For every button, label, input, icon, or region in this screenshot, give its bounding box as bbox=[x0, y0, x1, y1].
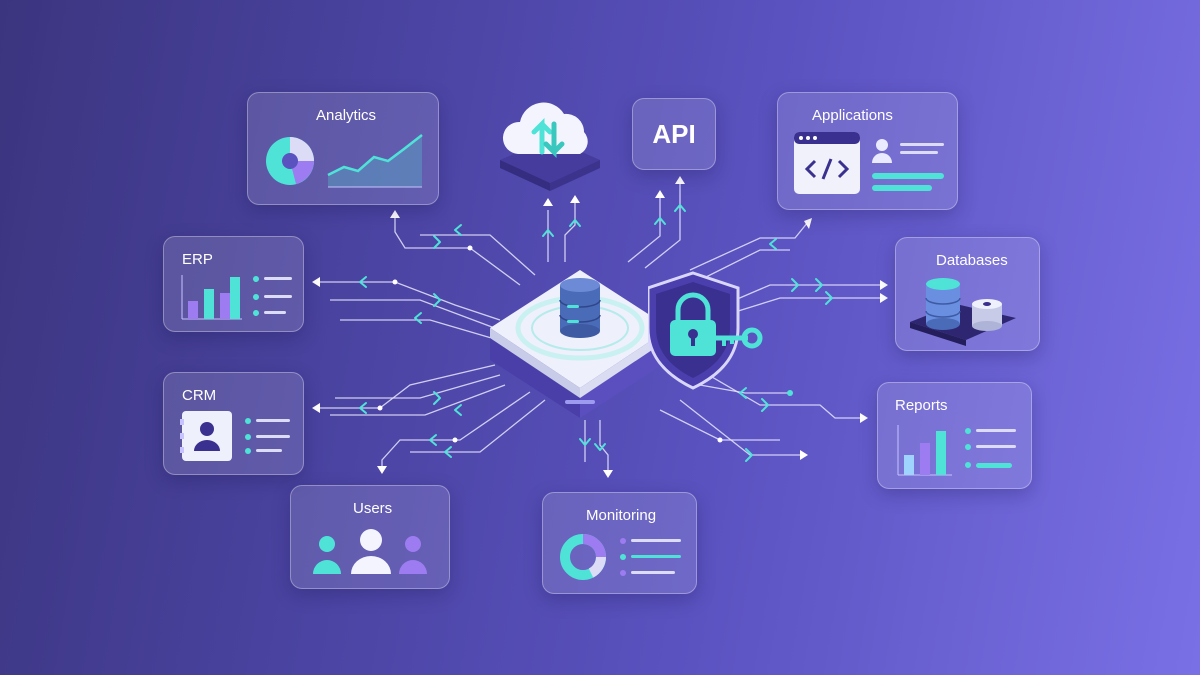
connector-apps-1 bbox=[689, 221, 809, 271]
key-icon bbox=[710, 327, 763, 349]
list-lines-icon bbox=[253, 276, 292, 316]
node-crm[interactable]: CRM bbox=[163, 372, 304, 475]
connector-erp-2 bbox=[330, 299, 501, 331]
connector-users-1 bbox=[381, 391, 531, 470]
node-erp[interactable]: ERP bbox=[163, 236, 304, 332]
list-lines-icon bbox=[245, 418, 290, 454]
central-hub bbox=[490, 270, 670, 418]
list-lines-icon bbox=[620, 538, 681, 576]
line-chart-icon bbox=[327, 134, 423, 188]
node-reports[interactable]: Reports bbox=[877, 382, 1032, 489]
database-stack-icon bbox=[910, 278, 1016, 346]
connector-db-1 bbox=[734, 284, 885, 301]
shield-lock-icon bbox=[648, 271, 763, 390]
database-icon bbox=[559, 278, 601, 338]
connector-erp-1 bbox=[315, 281, 501, 321]
node-reports-label: Reports bbox=[895, 397, 948, 414]
connector-reports-2 bbox=[699, 384, 790, 394]
connector-reports-3 bbox=[679, 399, 805, 456]
bar-chart-icon bbox=[181, 275, 242, 320]
list-lines-icon bbox=[965, 428, 1016, 468]
pie-chart-icon bbox=[266, 137, 314, 185]
connector-crm-2 bbox=[335, 374, 501, 399]
node-users-label: Users bbox=[353, 500, 393, 517]
node-applications-label: Applications bbox=[812, 107, 893, 124]
node-erp-label: ERP bbox=[182, 251, 213, 268]
users-group-icon bbox=[313, 529, 427, 574]
node-crm-label: CRM bbox=[182, 387, 217, 404]
connector-cloud-2 bbox=[564, 198, 576, 262]
node-api[interactable]: API bbox=[632, 98, 716, 170]
connector-analytics-1 bbox=[394, 215, 521, 286]
user-profile-icon bbox=[872, 139, 944, 191]
node-monitoring-label: Monitoring bbox=[586, 507, 657, 524]
node-applications[interactable]: Applications bbox=[777, 92, 958, 210]
connector-crm-1 bbox=[315, 364, 496, 409]
node-monitoring[interactable]: Monitoring bbox=[542, 492, 697, 594]
node-analytics-label: Analytics bbox=[316, 107, 377, 124]
code-window-icon bbox=[794, 132, 860, 194]
cloud-sync-icon bbox=[500, 102, 600, 191]
connector-crm-3 bbox=[330, 384, 506, 416]
connector-erp-3 bbox=[340, 319, 506, 343]
donut-chart-icon bbox=[560, 534, 606, 580]
connector-analytics-2 bbox=[420, 234, 536, 276]
connector-monitor-2 bbox=[599, 420, 609, 475]
node-analytics[interactable]: Analytics bbox=[247, 92, 439, 205]
connector-apps-2 bbox=[699, 249, 790, 281]
hub-status-led bbox=[565, 400, 595, 404]
connector-api-2 bbox=[644, 180, 681, 269]
node-databases-label: Databases bbox=[936, 252, 1008, 269]
node-api-label: API bbox=[652, 119, 696, 149]
node-users[interactable]: Users bbox=[290, 485, 450, 589]
connector-db-2 bbox=[734, 297, 885, 313]
contact-card-icon bbox=[180, 411, 232, 461]
node-databases[interactable]: Databases bbox=[895, 237, 1040, 351]
connector-users-2 bbox=[410, 399, 546, 453]
connector-api-1 bbox=[627, 198, 661, 263]
bar-chart-icon bbox=[897, 425, 952, 476]
